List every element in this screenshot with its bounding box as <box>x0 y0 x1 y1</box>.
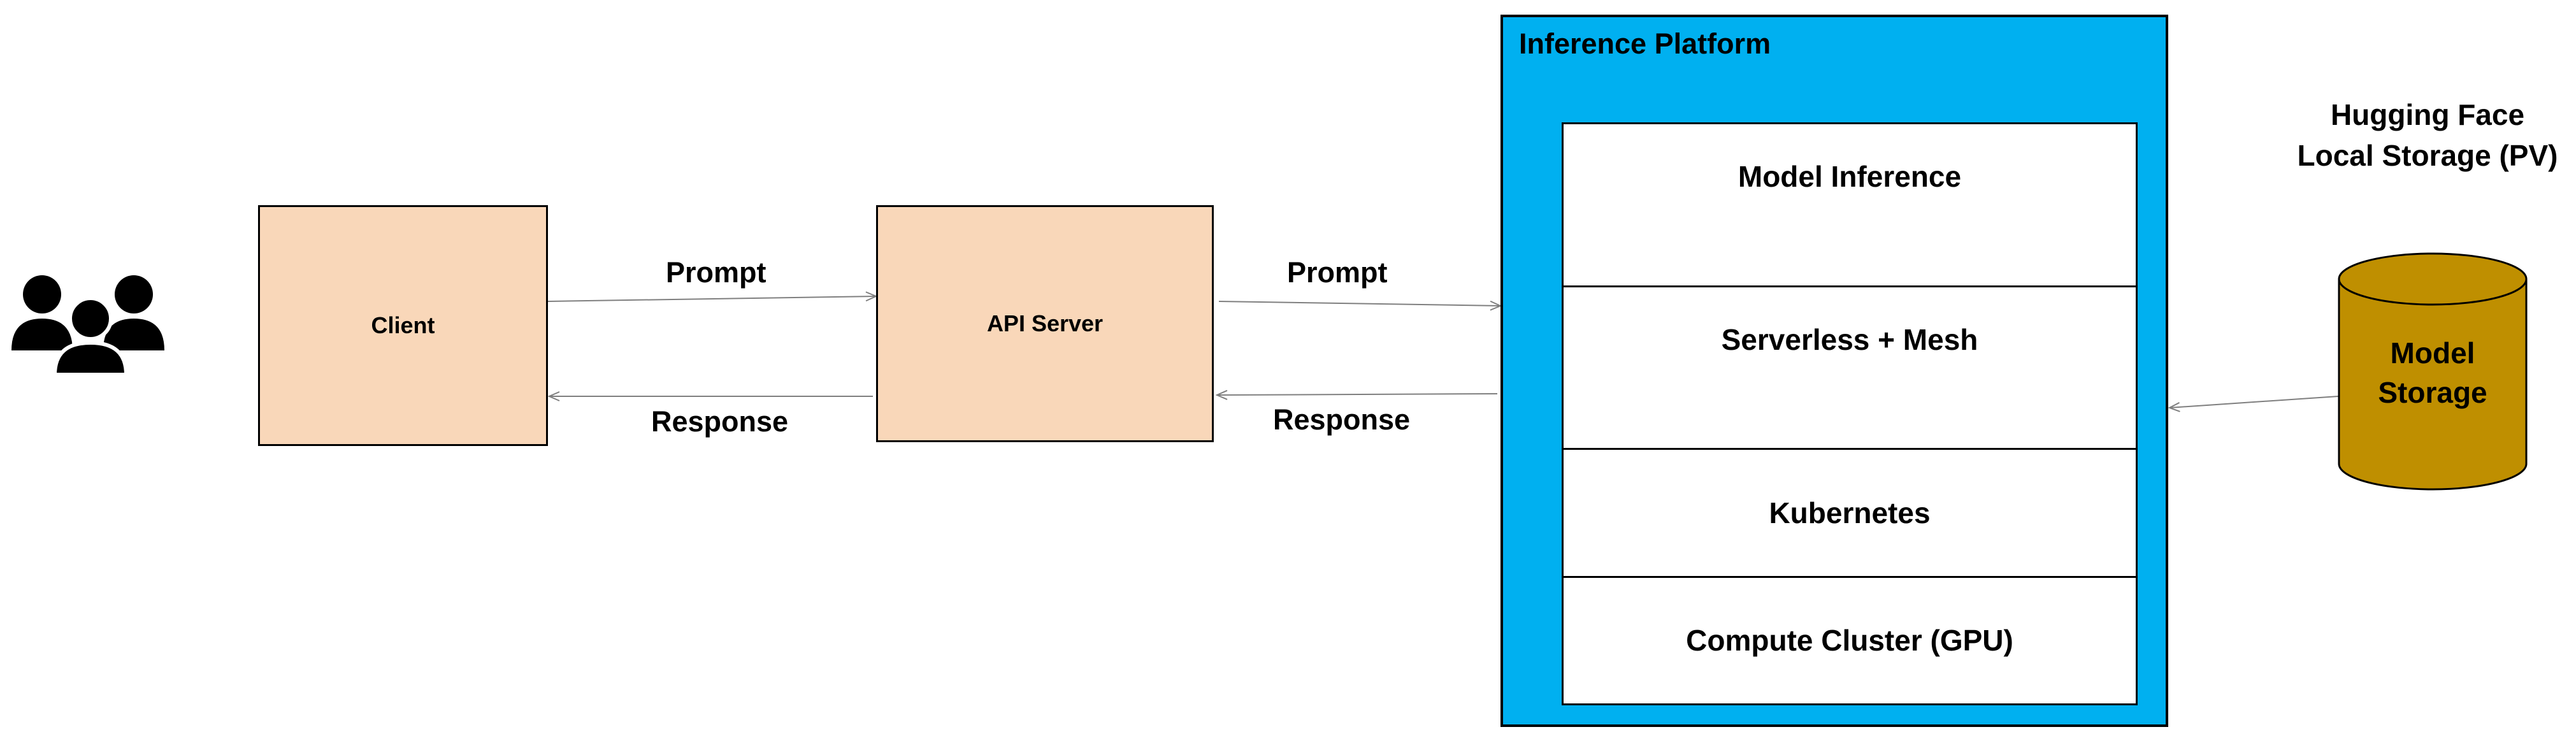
api-to-platform-arrow <box>1218 301 1500 306</box>
database-icon <box>2338 252 2528 491</box>
platform-to-api-arrow <box>1217 394 1498 395</box>
api-server-label: API Server <box>986 310 1104 336</box>
storage-to-platform-arrow <box>2169 396 2339 408</box>
storage-caption: Hugging Face Local Storage (PV) <box>2281 94 2574 176</box>
api-to-platform-label: Prompt <box>1287 256 1388 289</box>
model-storage-label: Model Storage <box>2337 333 2528 412</box>
client-to-api-arrow <box>547 296 876 302</box>
model-storage-cylinder: Model Storage <box>2337 250 2528 493</box>
client-node: Client <box>258 205 548 446</box>
model-storage-label-line2: Storage <box>2378 376 2487 409</box>
client-to-api-label: Prompt <box>666 256 766 289</box>
storage-caption-line2: Local Storage (PV) <box>2297 139 2558 172</box>
users-group-icon <box>11 274 171 377</box>
inference-platform-container: Inference Platform Model Inference Serve… <box>1500 15 2168 727</box>
layer-kubernetes: Kubernetes <box>1564 450 2136 578</box>
model-storage-label-line1: Model <box>2390 336 2475 370</box>
layer-serverless-mesh: Serverless + Mesh <box>1564 287 2136 450</box>
api-server-node: API Server <box>876 205 1214 442</box>
client-label: Client <box>371 312 435 338</box>
storage-caption-line1: Hugging Face <box>2330 98 2525 131</box>
platform-layer-stack: Model Inference Serverless + Mesh Kubern… <box>1562 122 2138 705</box>
platform-title: Inference Platform <box>1519 27 1771 60</box>
platform-to-api-label: Response <box>1273 403 1411 436</box>
layer-compute-cluster: Compute Cluster (GPU) <box>1686 624 2013 658</box>
api-to-client-label: Response <box>651 405 789 438</box>
layer-model-inference: Model Inference <box>1564 124 2136 287</box>
